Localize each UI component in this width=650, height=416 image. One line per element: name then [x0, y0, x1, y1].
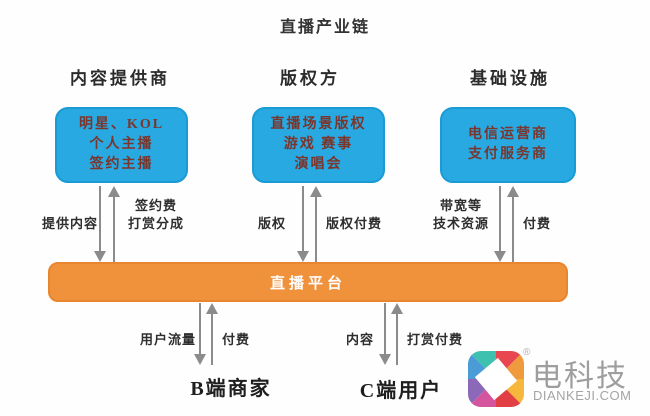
label-provide-content: 提供内容 [42, 216, 99, 231]
label-tipping-payment: 打赏付费 [407, 332, 464, 347]
box-line: 演唱会 [294, 157, 343, 172]
watermark-brand: 电科技 [532, 360, 628, 393]
arrow-up-copyright-payment [310, 186, 322, 262]
diankeji-logo-icon [468, 351, 524, 407]
arrow-down-copyright [297, 186, 309, 262]
box-line: 直播场景版权 [270, 117, 367, 132]
box-line: 明星、KOL [78, 117, 165, 132]
box-copyright-holders: 直播场景版权 游戏 赛事 演唱会 [252, 107, 385, 183]
platform-label: 直播平台 [269, 275, 346, 292]
arrow-down-bandwidth-resources [494, 186, 506, 262]
arrow-down-provide-content [94, 186, 106, 262]
arrow-down-content [379, 303, 391, 365]
column-header-infrastructure: 基础设施 [470, 69, 550, 88]
arrow-up-pay-fee [507, 186, 519, 262]
label-bandwidth-tech-resources: 带宽等 技术资源 [432, 198, 489, 231]
box-line: 电信运营商 [468, 127, 548, 142]
arrow-up-merchant-payment [206, 303, 218, 365]
box-line: 游戏 赛事 [283, 137, 354, 152]
box-infrastructure: 电信运营商 支付服务商 [440, 107, 576, 183]
registered-trademark-symbol: ® [523, 347, 531, 358]
arrow-down-user-traffic [194, 303, 206, 365]
entity-c-side-users: C端用户 [359, 380, 443, 402]
box-live-platform: 直播平台 [48, 262, 568, 302]
box-line: 支付服务商 [468, 147, 548, 162]
label-pay-fee: 付费 [523, 216, 552, 231]
label-copyright-payment: 版权付费 [326, 216, 383, 231]
box-line: 签约主播 [89, 157, 154, 172]
box-line: 个人主播 [89, 137, 154, 152]
arrow-up-tipping-payment [391, 303, 403, 365]
label-user-traffic: 用户流量 [140, 332, 197, 347]
label-merchant-payment: 付费 [222, 332, 251, 347]
column-header-content-providers: 内容提供商 [70, 69, 170, 88]
box-content-providers: 明星、KOL 个人主播 签约主播 [55, 107, 188, 183]
entity-b-side-merchants: B端商家 [190, 378, 272, 400]
label-signing-fee-tip-share: 签约费 打赏分成 [127, 198, 184, 231]
watermark-domain: DIANKEJI.COM [533, 388, 632, 403]
column-header-copyright-holders: 版权方 [280, 69, 340, 88]
label-copyright: 版权 [258, 216, 287, 231]
diagram-title: 直播产业链 [279, 19, 370, 36]
label-content: 内容 [346, 332, 375, 347]
arrow-up-signing-fee [108, 186, 120, 262]
